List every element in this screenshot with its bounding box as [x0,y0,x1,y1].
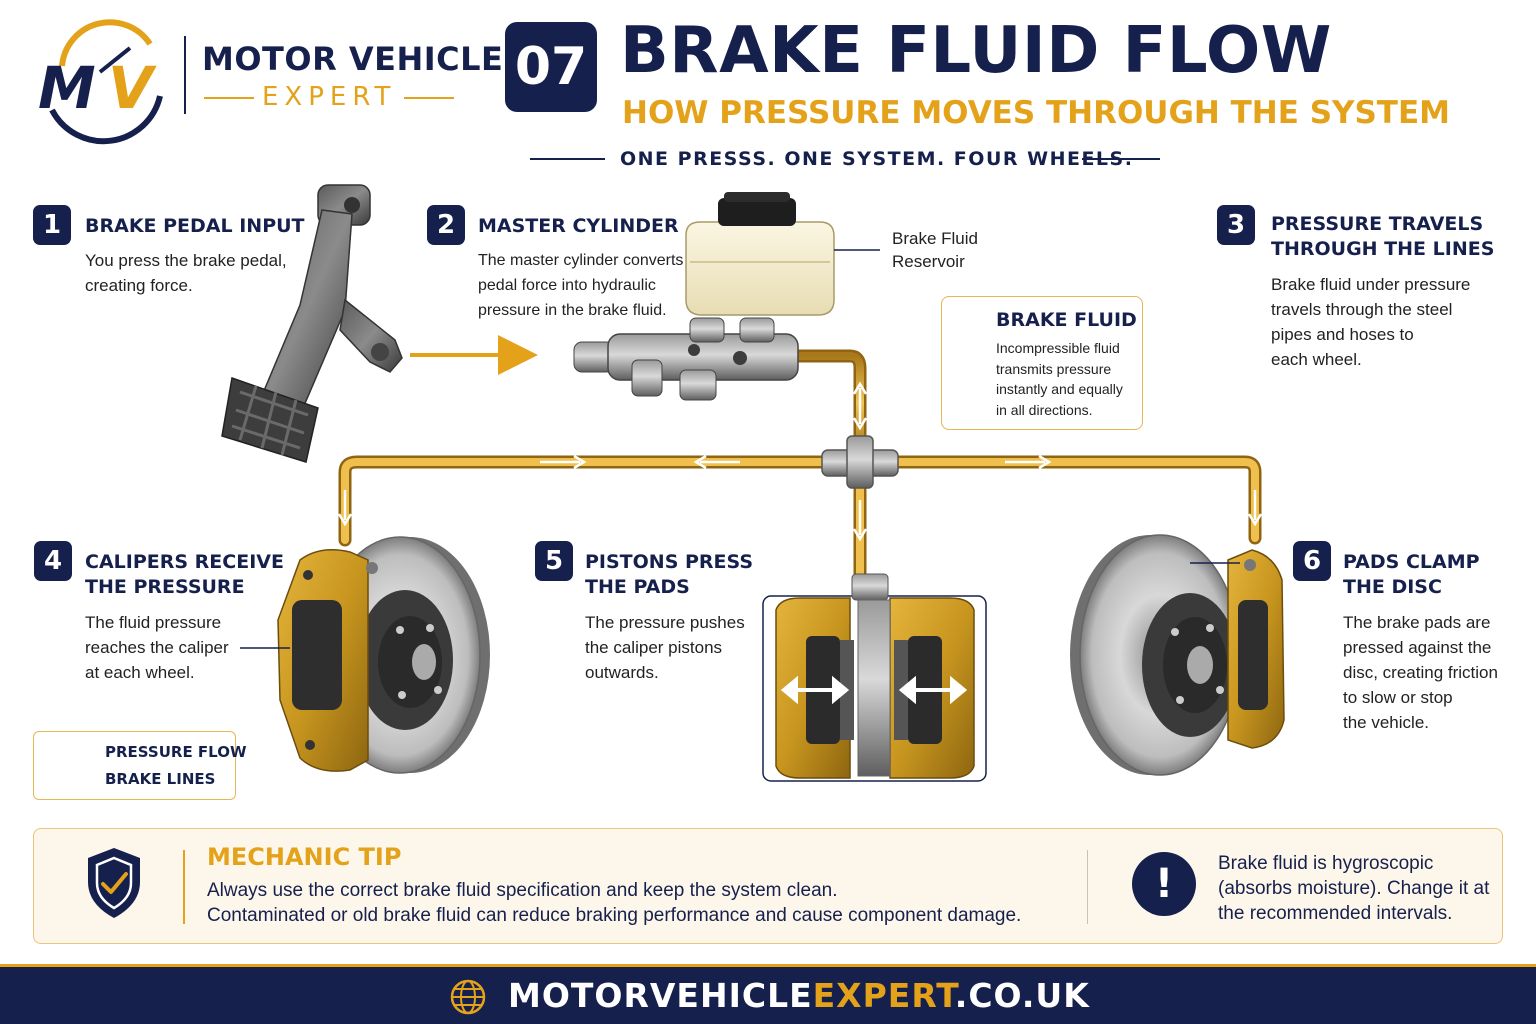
step-4-body: The fluid pressure reaches the caliper a… [85,613,229,682]
step-6-body: The brake pads are pressed against the d… [1343,613,1498,732]
footer-bar [0,964,1536,1024]
footer-website-link[interactable]: MOTORVEHICLEEXPERT.CO.UK [508,976,1090,1015]
step-1-title: BRAKE PEDAL INPUT [85,215,305,237]
brand-rule-left [204,97,254,99]
legend-spacer [0,0,1,1]
shield-check-icon [88,848,140,918]
legend [33,731,236,800]
tip-body: Always use the correct brake fluid speci… [207,880,1022,926]
mechanic-tip-box [33,828,1503,944]
svg-text:M: M [38,54,96,122]
legend-brake-lines: BRAKE LINES [105,770,216,788]
brake-fluid-body: Incompressible fluid transmits pressure … [996,340,1123,418]
step-5-body: The pressure pushes the caliper pistons … [585,613,745,682]
brake-pedal [221,184,403,463]
step-6-number: 6 [1293,541,1331,581]
brand-subname: EXPERT [262,82,397,112]
brand-rule-right [404,97,454,99]
globe-icon [450,979,486,1015]
tip-divider [183,850,185,924]
step-1-body: You press the brake pedal, creating forc… [85,251,287,295]
step-6-title: PADS CLAMP THE DISC [1343,551,1480,598]
brake-fluid-title: BRAKE FLUID [996,309,1137,331]
tee-fitting [821,435,899,489]
right-brake-disc [1070,534,1241,776]
brand-name: MOTOR VEHICLE [202,40,504,78]
step-2-body: The master cylinder converts pedal force… [478,252,684,319]
page-title: BRAKE FLUID FLOW [620,14,1332,88]
legend-pressure-flow: PRESSURE FLOW [105,743,247,761]
pressure-flow-arrows [337,335,1263,542]
logo-divider [184,36,186,114]
step-4-title: CALIPERS RECEIVE THE PRESSURE [85,551,284,598]
logo: M V [38,19,163,145]
step-3-body: Brake fluid under pressure travels throu… [1271,275,1471,369]
step-5-number: 5 [535,541,573,581]
tagline: ONE PRESSS. ONE SYSTEM. FOUR WHEELS. [620,148,1134,170]
step-2-number: 2 [427,205,465,245]
tip-title: MECHANIC TIP [207,843,402,871]
tagline-rule-left [530,158,605,160]
note-body: Brake fluid is hygroscopic (absorbs mois… [1218,853,1490,924]
brake-fluid-info-box [941,296,1143,430]
step-3-number: 3 [1217,205,1255,245]
reservoir-label: Brake Fluid Reservoir [892,229,978,271]
step-3-title: PRESSURE TRAVELS THROUGH THE LINES [1271,213,1495,260]
step-4-number: 4 [34,541,72,581]
infographic-number: 07 [505,22,597,112]
tip-note-divider [1087,850,1088,924]
exclamation-icon: ! [1132,852,1196,916]
step-1-number: 1 [33,205,71,245]
caliper-cross-section [762,573,987,782]
page-subtitle: HOW PRESSURE MOVES THROUGH THE SYSTEM [622,95,1450,131]
step-2-title: MASTER CYLINDER [478,215,679,237]
brake-fluid-reservoir [685,192,880,316]
master-cylinder [573,317,799,401]
tagline-rule-right [1082,158,1160,160]
svg-text:V: V [108,54,157,122]
left-caliper [240,549,378,772]
right-caliper [1190,549,1285,749]
step-5-title: PISTONS PRESS THE PADS [585,551,754,598]
